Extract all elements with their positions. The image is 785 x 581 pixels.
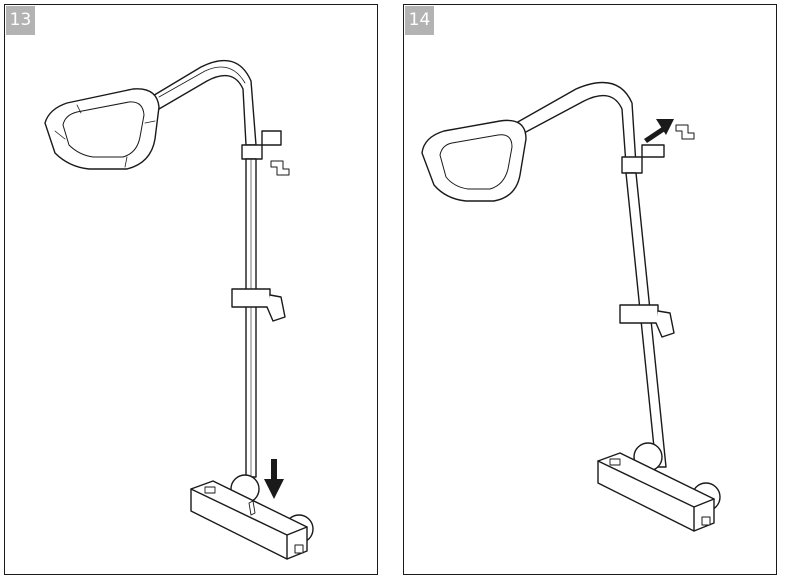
top-bracket bbox=[242, 145, 262, 159]
step-number-badge: 14 bbox=[405, 6, 434, 35]
step-number-badge: 13 bbox=[6, 6, 35, 35]
overhead-arm bbox=[151, 61, 256, 145]
thermostatic-mixer bbox=[598, 453, 714, 531]
thermostatic-mixer bbox=[191, 481, 307, 559]
shower-column-illustration bbox=[404, 5, 776, 574]
arrow-down-icon bbox=[264, 459, 284, 499]
step-panel-14: 14 bbox=[403, 4, 777, 575]
wall-bracket-small bbox=[271, 161, 289, 175]
handshower-holder bbox=[232, 289, 270, 307]
wall-bracket-small bbox=[676, 125, 694, 139]
overhead-arm bbox=[516, 83, 636, 165]
top-bracket bbox=[622, 157, 642, 173]
handshower-holder bbox=[620, 305, 658, 323]
step-panel-13: 13 bbox=[4, 4, 378, 575]
shower-column-illustration bbox=[5, 5, 377, 574]
arrow-up-right-icon bbox=[644, 119, 674, 143]
